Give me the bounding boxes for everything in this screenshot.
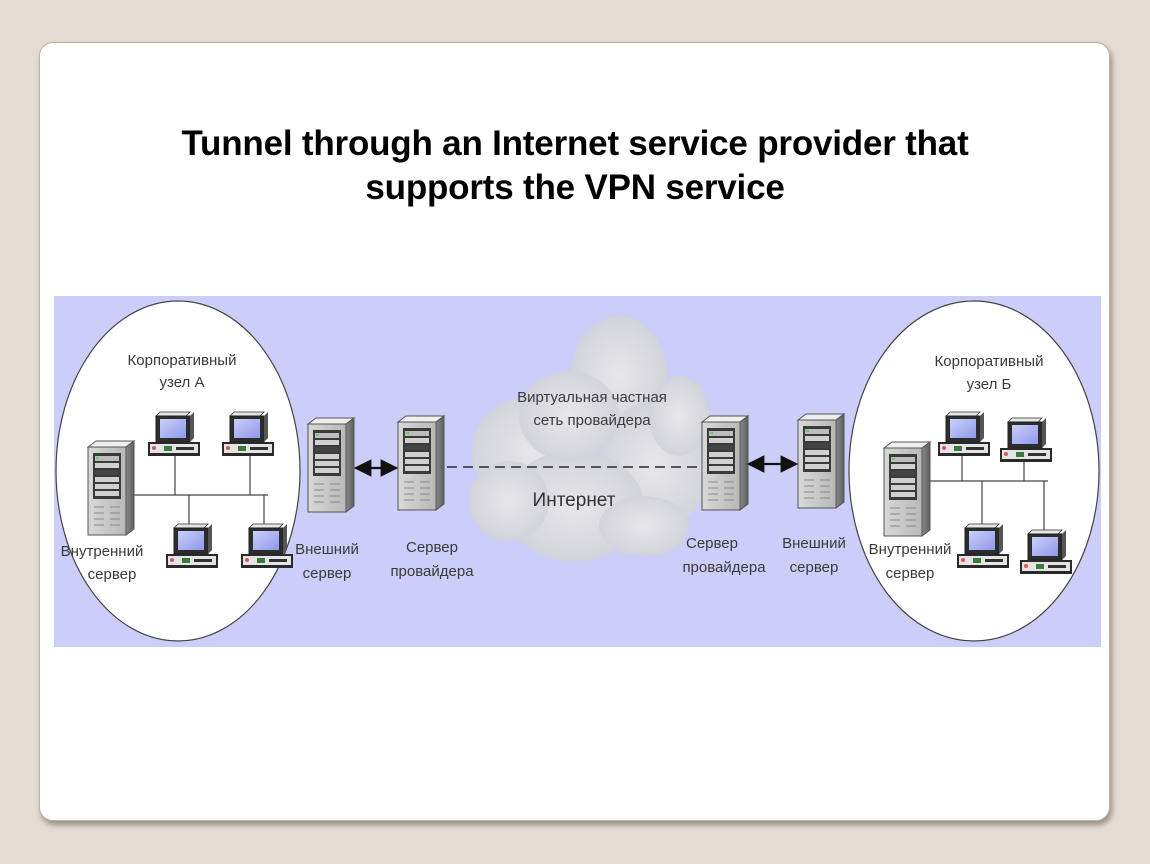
site-b-internal-server-icon: [883, 441, 931, 537]
site-a-title-line-2: узел А: [160, 374, 205, 391]
cloud-label-line-2: сеть провайдера: [533, 412, 651, 429]
provider-cloud: [469, 316, 709, 561]
vpn-diagram: Корпоративный узел А Внутренний сервер В…: [54, 296, 1101, 647]
site-b-workstation-icon: [999, 417, 1053, 463]
site-b-workstation-icon: [956, 523, 1010, 569]
site-b-title-line-2: узел Б: [967, 376, 1012, 393]
site-b-title-line-1: Корпоративный: [935, 353, 1044, 370]
corporate-site-a: [55, 300, 301, 642]
site-a-internal-server-label-1: Внутренний: [61, 543, 144, 560]
site-b-lan: [929, 456, 1048, 532]
slide-title: Tunnel through an Internet service provi…: [0, 122, 1150, 210]
site-b-workstation-icon: [937, 411, 991, 457]
site-a-workstation-icon: [165, 523, 219, 569]
right-external-server-label-2: сервер: [790, 559, 839, 576]
site-a-internal-server-label-2: сервер: [88, 566, 137, 583]
left-external-server-label-2: сервер: [303, 565, 352, 582]
left-external-server-icon: [307, 417, 355, 513]
left-provider-server-label-2: провайдера: [390, 563, 474, 580]
site-a-internal-server-icon: [87, 440, 135, 536]
left-provider-server-label-1: Сервер: [406, 539, 458, 556]
site-a-workstation-icon: [147, 411, 201, 457]
site-a-workstation-icon: [240, 523, 294, 569]
title-line-1: Tunnel through an Internet service provi…: [181, 124, 969, 163]
title-line-2: supports the VPN service: [365, 168, 785, 207]
site-a-lan: [134, 456, 268, 528]
site-a-title-line-1: Корпоративный: [128, 352, 237, 369]
right-external-server-icon: [797, 413, 845, 509]
site-a-workstation-icon: [221, 411, 275, 457]
cloud-label-line-1: Виртуальная частная: [517, 389, 667, 406]
left-provider-server-icon: [397, 415, 445, 511]
internet-label: Интернет: [533, 490, 616, 511]
left-external-server-label-1: Внешний: [295, 541, 359, 558]
right-provider-server-label-1: Сервер: [686, 535, 738, 552]
right-provider-server-icon: [701, 415, 749, 511]
site-b-internal-server-label-2: сервер: [886, 565, 935, 582]
right-provider-server-label-2: провайдера: [682, 559, 766, 576]
site-b-workstation-icon: [1019, 529, 1073, 575]
site-b-internal-server-label-1: Внутренний: [869, 541, 952, 558]
right-external-server-label-1: Внешний: [782, 535, 846, 552]
